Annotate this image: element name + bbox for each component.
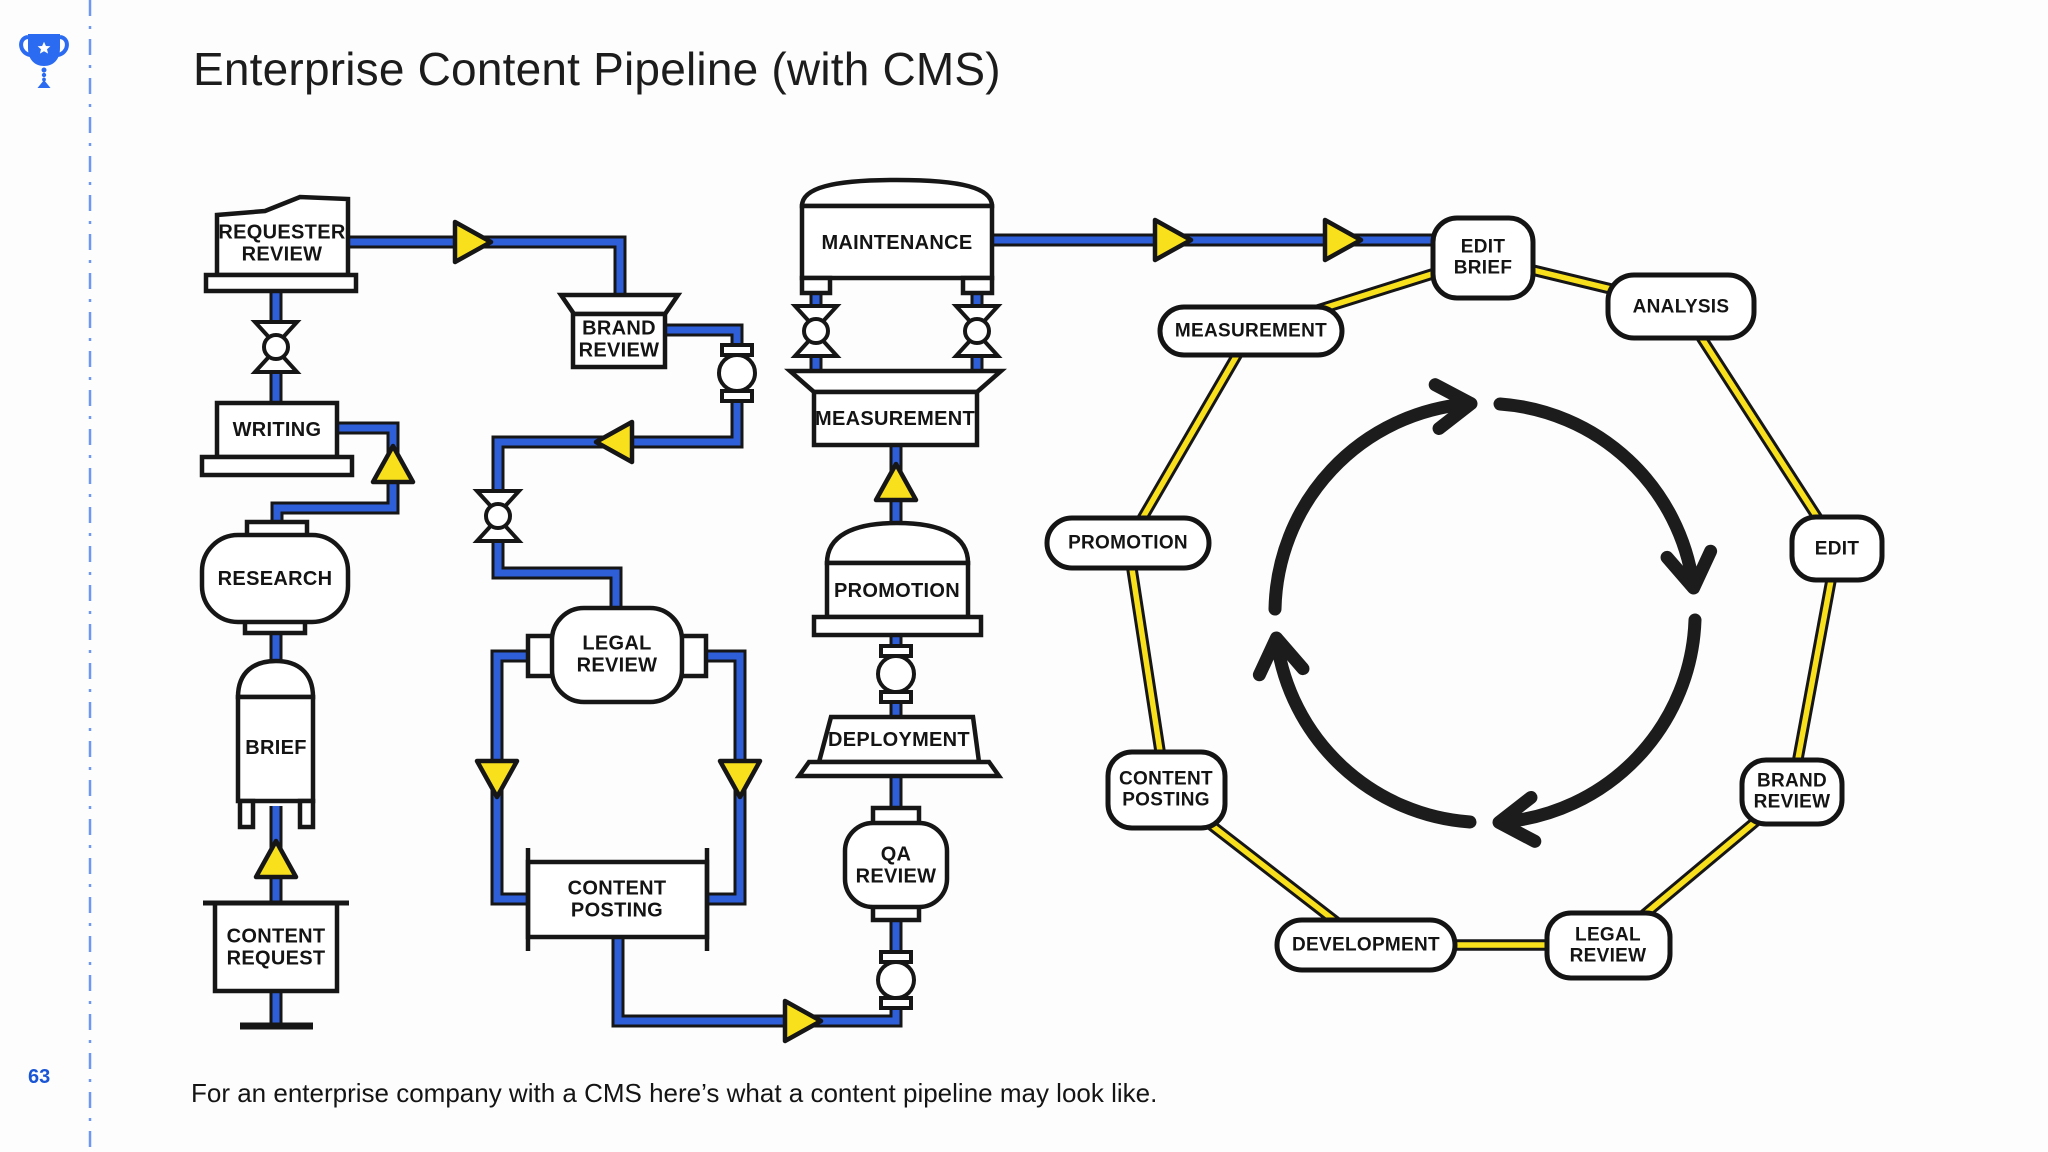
machine-deployment xyxy=(794,714,1004,779)
label-cycle-legal-review: LEGAL REVIEW xyxy=(1569,924,1647,967)
label-legal-review: LEGAL REVIEW xyxy=(576,632,658,677)
page-title: Enterprise Content Pipeline (with CMS) xyxy=(193,43,1001,95)
arrow-right-icon xyxy=(1322,217,1364,263)
pipe-pumps xyxy=(717,343,916,1010)
arrow-up-icon xyxy=(873,461,919,503)
machine-brand-review xyxy=(556,292,683,370)
valve-icon xyxy=(472,489,524,543)
caption: For an enterprise company with a CMS her… xyxy=(191,1078,1158,1108)
arrow-down-icon xyxy=(474,758,520,800)
machine-writing xyxy=(199,400,355,478)
machine-research xyxy=(199,519,351,636)
arrow-right-icon xyxy=(452,219,494,265)
pump-icon xyxy=(717,343,757,403)
label-cycle-brand-review: BRAND REVIEW xyxy=(1753,770,1831,813)
arrow-up-icon xyxy=(253,838,299,880)
valve-icon xyxy=(951,304,1003,358)
yellow-pipes xyxy=(1128,258,1837,945)
trophy-icon xyxy=(19,34,69,88)
machine-promotion xyxy=(811,520,984,638)
label-content-request: CONTENT REQUEST xyxy=(226,925,326,970)
label-writing: WRITING xyxy=(232,418,322,441)
node-edit xyxy=(1789,514,1885,583)
node-legal-review xyxy=(1544,910,1673,981)
arrow-down-icon xyxy=(717,758,763,800)
valve-icon xyxy=(790,304,842,358)
pump-icon xyxy=(876,644,916,704)
pump-icon xyxy=(876,950,916,1010)
label-maintenance: MAINTENANCE xyxy=(821,231,973,254)
node-promotion xyxy=(1044,515,1212,571)
label-cycle-edit-brief: EDIT BRIEF xyxy=(1453,236,1513,279)
machine-brief xyxy=(235,658,316,830)
node-content-posting xyxy=(1105,749,1228,831)
label-cycle-analysis: ANALYSIS xyxy=(1632,296,1730,318)
arrow-up-icon xyxy=(370,443,416,485)
label-promotion: PROMOTION xyxy=(833,579,961,602)
node-development xyxy=(1274,917,1458,973)
node-edit-brief xyxy=(1430,215,1536,301)
machine-legal-review xyxy=(525,605,709,705)
node-brand-review xyxy=(1739,757,1845,827)
machine-requester-review xyxy=(203,194,359,294)
cycle-nodes xyxy=(1044,215,1885,981)
arrow-right-icon xyxy=(1152,217,1194,263)
arrow-left-icon xyxy=(593,419,635,465)
label-cycle-content-posting: CONTENT POSTING xyxy=(1119,768,1213,811)
machine-content-request xyxy=(203,900,349,1030)
page-number: 63 xyxy=(28,1066,51,1088)
label-cycle-development: DEVELOPMENT xyxy=(1292,934,1440,956)
node-analysis xyxy=(1605,272,1757,341)
machine-content-posting xyxy=(525,848,710,951)
flow-arrows xyxy=(253,217,1364,1044)
label-brand-review: BRAND REVIEW xyxy=(578,317,660,362)
label-brief: BRIEF xyxy=(245,736,307,759)
valve-icon xyxy=(250,320,302,374)
label-requester-review: REQUESTER REVIEW xyxy=(218,221,346,266)
label-deployment: DEPLOYMENT xyxy=(828,728,970,751)
label-content-posting: CONTENT POSTING xyxy=(567,877,667,922)
label-measurement: MEASUREMENT xyxy=(815,407,975,430)
node-measurement xyxy=(1157,304,1345,358)
machine-qa-review xyxy=(842,805,950,923)
label-cycle-promotion: PROMOTION xyxy=(1068,532,1188,554)
label-research: RESEARCH xyxy=(217,567,333,590)
label-qa-review: QA REVIEW xyxy=(855,843,937,888)
machine-maintenance xyxy=(799,177,995,296)
machine-measurement xyxy=(784,368,1007,448)
label-cycle-edit: EDIT xyxy=(1814,538,1860,560)
cycle-arrows xyxy=(1252,378,1718,848)
arrow-right-icon xyxy=(782,998,824,1044)
label-cycle-measurement: MEASUREMENT xyxy=(1174,320,1328,342)
pipe-valves xyxy=(250,304,1003,543)
